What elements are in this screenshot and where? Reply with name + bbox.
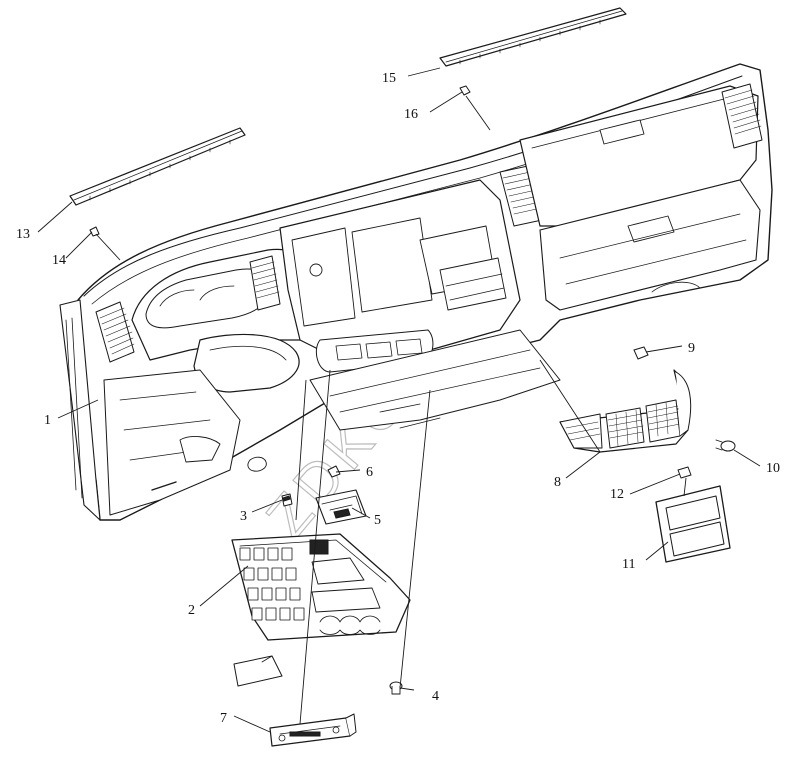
part-11-switch-bezel (655, 485, 731, 563)
callout-4: 4 (432, 689, 439, 704)
leader-lines (37, 67, 761, 733)
part-13-defrost-grille-left (69, 127, 246, 206)
callout-16: 16 (404, 107, 418, 122)
callout-8: 8 (554, 475, 561, 490)
part-4-bolt (389, 681, 403, 695)
callout-14: 14 (52, 253, 66, 268)
part-15-defrost-grille-right (439, 7, 627, 67)
callout-13: 13 (16, 227, 30, 242)
part-14-clip (89, 226, 100, 237)
callout-labels: 1 2 3 4 5 6 7 8 9 10 11 12 13 14 15 16 (16, 71, 780, 726)
switch-panel-dark-block (309, 539, 329, 555)
callout-2: 2 (188, 603, 195, 618)
part-3-screw (281, 493, 293, 507)
part-7-radio-unit (269, 713, 357, 747)
callout-5: 5 (374, 513, 381, 528)
callout-10: 10 (766, 461, 780, 476)
callout-9: 9 (688, 341, 695, 356)
part-8-center-vent (559, 369, 692, 453)
switch-grid (239, 547, 305, 621)
callout-3: 3 (240, 509, 247, 524)
callout-6: 6 (366, 465, 373, 480)
callout-12: 12 (610, 487, 624, 502)
callout-1: 1 (44, 413, 51, 428)
lower-cover-piece (233, 655, 283, 687)
part-2-switch-panel (231, 533, 411, 641)
part-9-bracket (633, 346, 649, 360)
callout-15: 15 (382, 71, 396, 86)
part-1-dashboard-assembly (59, 63, 773, 521)
part-6-clip (327, 465, 341, 478)
part-16-clip (459, 85, 471, 96)
part-12-clip (677, 466, 692, 479)
callout-7: 7 (220, 711, 227, 726)
part-10-plug (715, 439, 736, 452)
callout-11: 11 (622, 557, 635, 572)
